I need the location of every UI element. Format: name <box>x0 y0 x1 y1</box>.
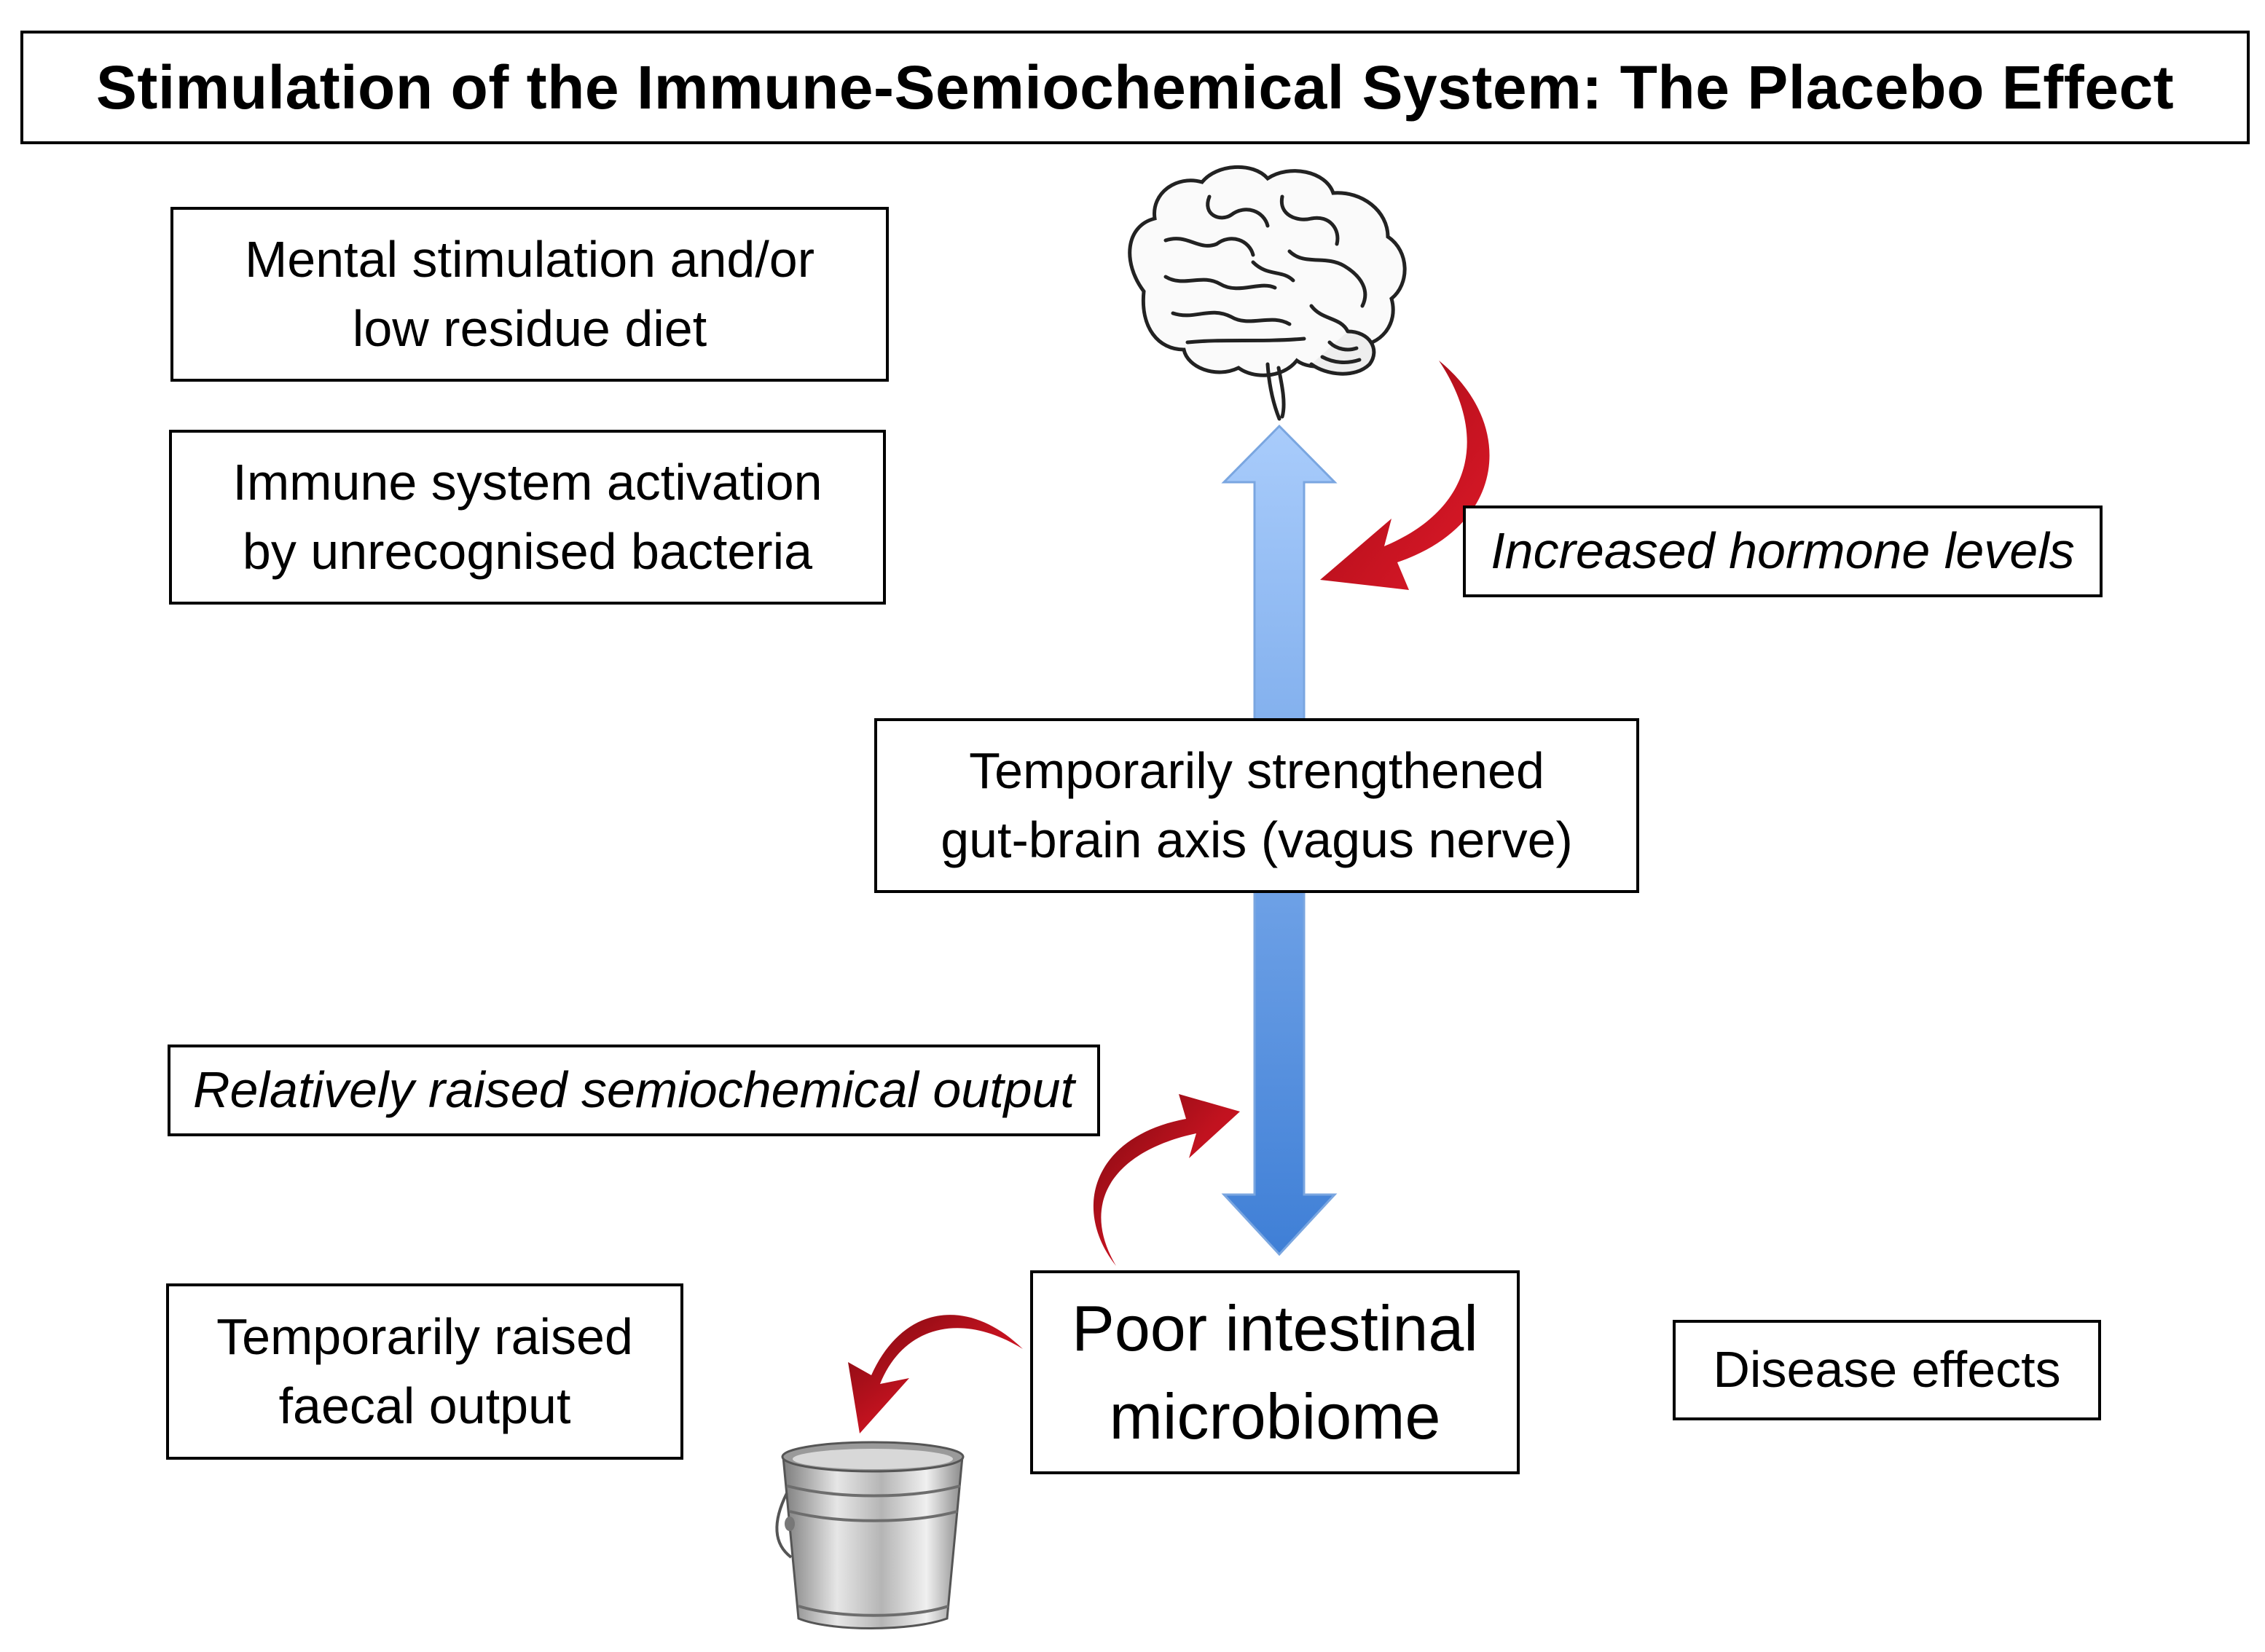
mental-stimulation-box: Mental stimulation and/or low residue di… <box>170 207 889 382</box>
gut-brain-axis-text: Temporarily strengthened gut-brain axis … <box>941 742 1573 868</box>
gut-brain-axis-box: Temporarily strengthened gut-brain axis … <box>874 718 1639 893</box>
semiochemical-output-text: Relatively raised semiochemical output <box>193 1061 1075 1119</box>
bucket-icon <box>775 1441 965 1629</box>
faecal-curved-arrow <box>848 1315 1023 1433</box>
faecal-output-box: Temporarily raised faecal output <box>166 1283 683 1460</box>
poor-microbiome-box: Poor intestinal microbiome <box>1030 1270 1520 1474</box>
mental-stimulation-text: Mental stimulation and/or low residue di… <box>244 230 815 357</box>
poor-microbiome-text: Poor intestinal microbiome <box>1072 1291 1478 1452</box>
semiochemical-curved-arrow <box>1093 1094 1240 1266</box>
hormone-curved-arrow <box>1320 361 1490 590</box>
increased-hormones-box: Increased hormone levels <box>1463 506 2103 597</box>
disease-effects-box: Disease effects <box>1673 1320 2101 1420</box>
semiochemical-output-box: Relatively raised semiochemical output <box>168 1045 1100 1136</box>
disease-effects-text: Disease effects <box>1713 1341 2061 1399</box>
brain-icon <box>1128 165 1407 421</box>
diagram-title: Stimulation of the Immune-Semiochemical … <box>20 31 2250 144</box>
immune-activation-text: Immune system activation by unrecognised… <box>232 453 823 580</box>
increased-hormones-text: Increased hormone levels <box>1491 522 2075 580</box>
diagram-title-text: Stimulation of the Immune-Semiochemical … <box>95 53 2175 122</box>
faecal-output-text: Temporarily raised faecal output <box>216 1307 633 1434</box>
immune-activation-box: Immune system activation by unrecognised… <box>169 430 886 605</box>
